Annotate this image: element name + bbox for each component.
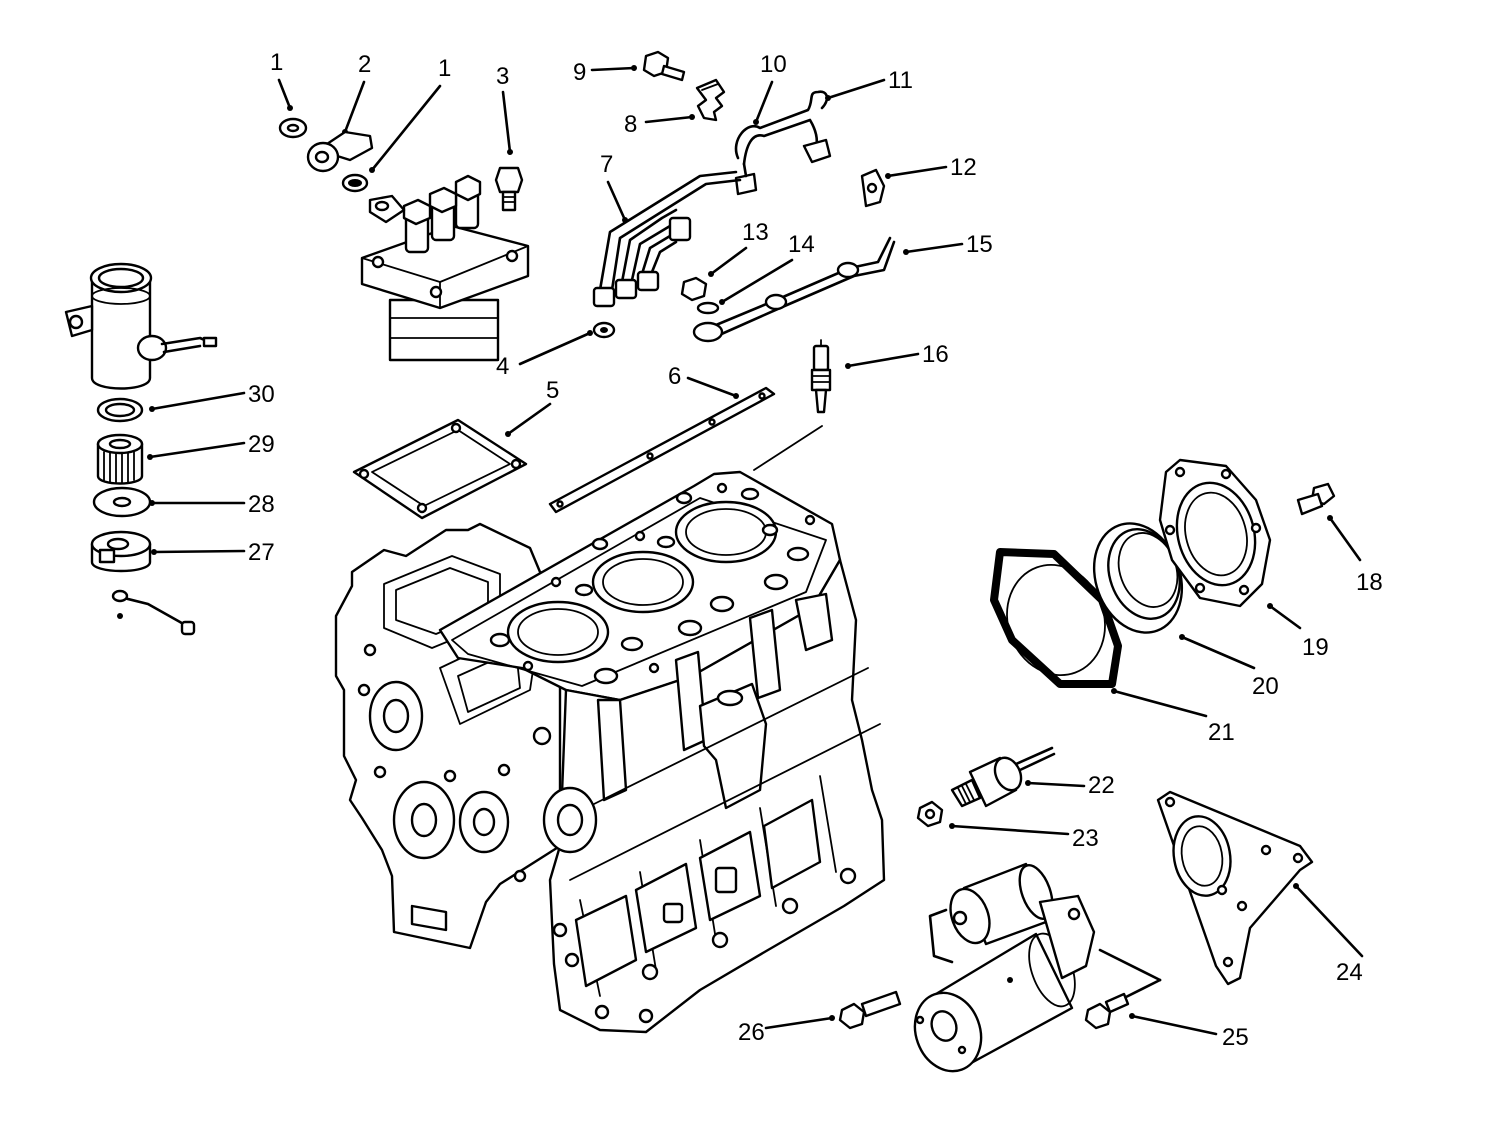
callout-16: 16 — [922, 341, 949, 368]
callout-5: 5 — [546, 377, 559, 404]
gasket-part — [352, 418, 528, 520]
nut-part — [916, 800, 944, 828]
callout-19: 19 — [1302, 634, 1329, 661]
callout-20: 20 — [1252, 673, 1279, 700]
callout-28: 28 — [248, 491, 275, 518]
callout-10: 10 — [760, 51, 787, 78]
leak-off-line-part — [692, 236, 896, 343]
callout-1b: 1 — [438, 55, 451, 82]
starter-motor-part — [913, 862, 1096, 1073]
callout-6: 6 — [668, 363, 681, 390]
callout-29: 29 — [248, 431, 275, 458]
bolt-part — [494, 166, 524, 212]
clamp-part — [695, 78, 726, 122]
bolt-part — [1084, 992, 1130, 1030]
bolt-part — [838, 990, 902, 1030]
callout-9: 9 — [573, 59, 586, 86]
callout-4: 4 — [496, 353, 509, 380]
gasket-part — [990, 548, 1122, 688]
glow-plug-part — [810, 339, 832, 414]
retainer-plate-part — [1158, 458, 1272, 608]
injection-pump-part — [360, 174, 530, 362]
callout-26: 26 — [738, 1019, 765, 1046]
callout-13: 13 — [742, 219, 769, 246]
callout-27: 27 — [248, 539, 275, 566]
fuel-pipe-part — [734, 90, 832, 196]
washer-part — [341, 173, 369, 193]
wire-part — [111, 589, 196, 636]
callout-12: 12 — [950, 154, 977, 181]
seal-part — [92, 486, 152, 518]
fuel-pump-part — [64, 262, 218, 390]
callout-3: 3 — [496, 63, 509, 90]
callout-23: 23 — [1072, 825, 1099, 852]
banjo-fitting-part — [306, 130, 374, 173]
gasket-strip-part — [548, 386, 776, 514]
cylinder-block-part — [334, 470, 886, 1034]
callout-7: 7 — [600, 151, 613, 178]
callout-labels: 1 2 1 3 9 10 11 8 7 12 13 14 15 16 4 6 5… — [248, 49, 1383, 1051]
leader-lines — [147, 65, 1364, 1036]
callout-15: 15 — [966, 231, 993, 258]
callout-30: 30 — [248, 381, 275, 408]
filter-part — [96, 433, 144, 485]
cap-part — [90, 530, 152, 573]
washer-part — [278, 117, 308, 139]
sender-part — [950, 746, 1056, 808]
callout-25: 25 — [1222, 1024, 1249, 1051]
callout-24: 24 — [1336, 959, 1363, 986]
nut-part — [680, 276, 708, 302]
adapter-plate-part — [1156, 790, 1314, 986]
washer-part — [696, 301, 720, 315]
callout-21: 21 — [1208, 719, 1235, 746]
callout-14: 14 — [788, 231, 815, 258]
callout-18: 18 — [1356, 569, 1383, 596]
bolt-part — [642, 50, 686, 82]
bolt-part — [1296, 482, 1336, 516]
callout-2: 2 — [358, 51, 371, 78]
bracket-part — [860, 168, 886, 208]
injection-lines-part — [592, 170, 742, 308]
callout-1a: 1 — [270, 49, 283, 76]
shim-part — [592, 321, 616, 339]
callout-22: 22 — [1088, 772, 1115, 799]
callout-11: 11 — [888, 67, 913, 94]
o-ring-part — [96, 397, 144, 423]
callout-8: 8 — [624, 111, 637, 138]
